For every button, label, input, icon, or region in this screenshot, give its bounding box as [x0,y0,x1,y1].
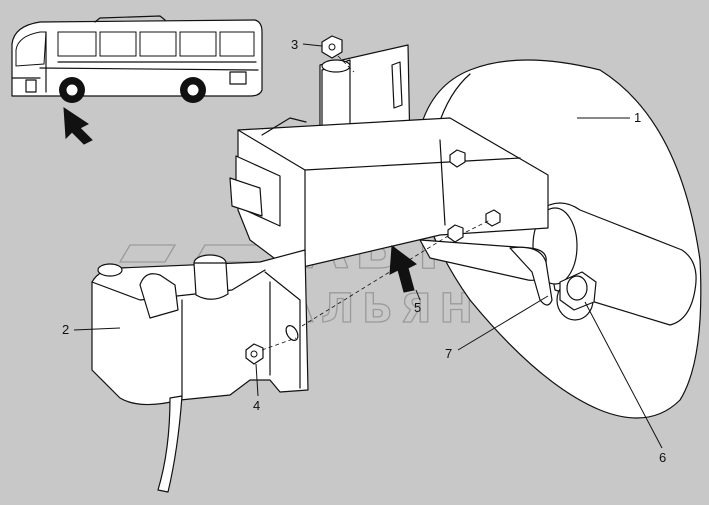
part-2-bracket [91,249,309,406]
callout-1: 1 [634,110,641,125]
callout-6: 6 [659,450,666,465]
bracket-nut-lower [447,224,464,243]
cable [157,395,183,493]
bus-thumbnail [11,15,263,145]
part-6-adjuster [559,271,597,311]
main-bracket [229,44,553,306]
bracket-nut-upper [449,149,466,168]
callouts: 1 2 3 4 5 6 7 [62,37,666,465]
leader-lines [73,43,663,449]
location-arrow [63,107,93,145]
bolt-head [485,209,501,227]
assembly-lines [261,55,491,351]
callout-2: 2 [62,322,69,337]
callout-3: 3 [291,37,298,52]
callout-5: 5 [414,300,421,315]
callout-7: 7 [445,346,452,361]
part-3-nut [321,35,343,59]
callout-4: 4 [253,398,260,413]
direction-arrow [389,245,417,293]
bus-rear-wheel [180,77,206,103]
bus-windows [15,31,255,67]
part-4-nut [245,343,264,365]
bus-front-wheel [59,77,85,103]
